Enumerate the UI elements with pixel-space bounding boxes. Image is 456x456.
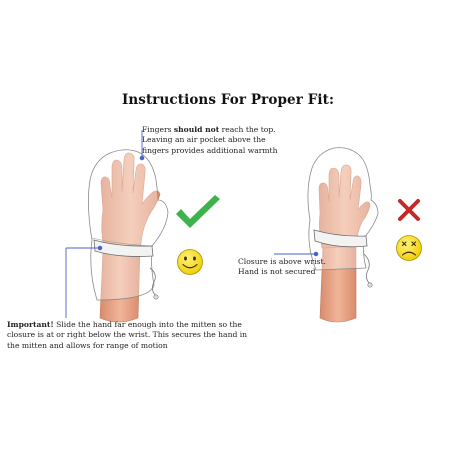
right-forearm bbox=[319, 245, 357, 323]
closure-note: Closure is above wrist. Hand is not secu… bbox=[238, 257, 328, 278]
check-icon bbox=[176, 195, 220, 228]
pointer-lines bbox=[65, 130, 319, 318]
page-title: Instructions For Proper Fit: bbox=[121, 92, 335, 108]
closure-note-line1: Closure is above wrist. bbox=[238, 257, 326, 266]
top-note-part1: Fingers bbox=[142, 125, 174, 134]
important-label: Important! bbox=[7, 320, 54, 329]
top-note-bold: should not bbox=[173, 125, 220, 134]
sad-face-icon bbox=[396, 235, 422, 261]
top-note-line2: Leaving an air pocket above the bbox=[142, 135, 266, 145]
right-mitten-outline bbox=[307, 147, 379, 271]
top-fit-note: Fingers should not reach the top. Leavin… bbox=[142, 125, 322, 156]
top-note-part2: reach the top. bbox=[219, 125, 276, 134]
happy-face-icon bbox=[177, 249, 203, 275]
right-closure-strap bbox=[313, 229, 368, 248]
cross-icon bbox=[398, 199, 420, 221]
important-note: Important! Slide the hand far enough int… bbox=[7, 320, 252, 351]
important-text: Slide the hand far enough into the mitte… bbox=[7, 320, 248, 350]
right-hand bbox=[318, 164, 371, 249]
top-note-line3: fingers provides additional warmth bbox=[142, 145, 278, 155]
left-hand bbox=[100, 152, 161, 251]
left-closure-strap bbox=[93, 239, 154, 257]
left-forearm bbox=[99, 249, 141, 323]
correct-fit-illustration bbox=[88, 149, 169, 323]
incorrect-fit-illustration bbox=[307, 147, 379, 323]
left-mitten-outline bbox=[88, 149, 169, 301]
closure-note-line2: Hand is not secured bbox=[238, 267, 316, 277]
